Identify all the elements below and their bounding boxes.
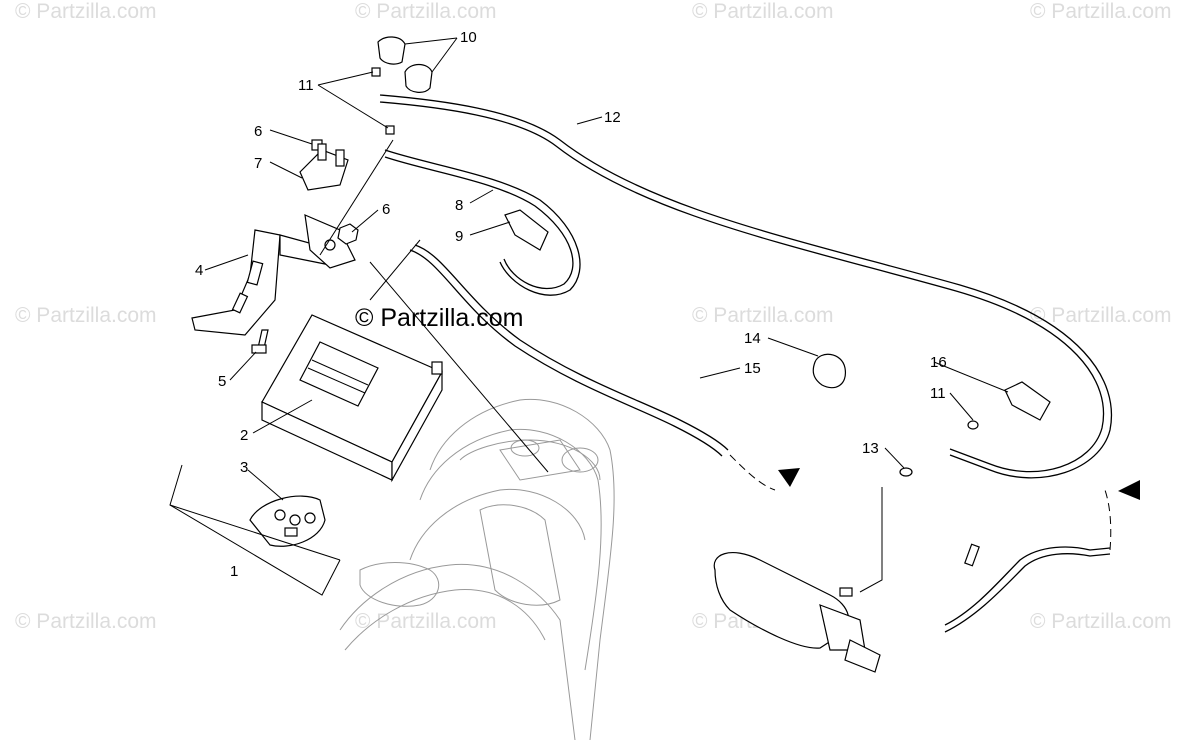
callout-14: 14 <box>744 330 761 347</box>
arrow-right-icon <box>778 468 800 487</box>
callouts: 1 2 3 4 5 6 6 7 8 9 10 11 11 12 13 14 15… <box>195 29 947 580</box>
frame-outline <box>339 398 615 741</box>
callout-10: 10 <box>460 29 477 46</box>
warning-label <box>249 495 326 547</box>
terminal-cap-10a <box>377 36 406 65</box>
callout-6-lower: 6 <box>382 201 390 218</box>
terminal-cap-9 <box>504 209 549 251</box>
watermark-text: © Partzilla.com <box>15 0 157 23</box>
nut-lower <box>337 223 359 245</box>
callout-9: 9 <box>455 228 463 245</box>
watermark-text: © Partzilla.com <box>15 610 157 633</box>
starter-motor <box>713 551 881 673</box>
washer-11-lower <box>967 420 979 430</box>
bolt <box>251 329 269 354</box>
watermark-text: © Partzilla.com <box>355 0 497 23</box>
washer-11-upper <box>371 67 395 135</box>
terminal-cap-16 <box>1004 381 1051 421</box>
battery-bracket <box>191 214 356 336</box>
watermark-text: © Partzilla.com <box>692 304 834 327</box>
terminal-cap-10b <box>404 63 433 93</box>
watermark-text: © Partzilla.com <box>1030 610 1172 633</box>
cable-12 <box>379 94 1112 479</box>
watermark-text: © Partzilla.com <box>1030 0 1172 23</box>
cable-15 <box>409 244 776 491</box>
callout-13: 13 <box>862 440 879 457</box>
callout-1: 1 <box>230 563 238 580</box>
ground-cable <box>944 489 1112 633</box>
callout-4: 4 <box>195 262 203 279</box>
starter-solenoid <box>299 143 349 191</box>
callout-11-upper: 11 <box>298 77 314 94</box>
watermark-layer: © Partzilla.com © Partzilla.com © Partzi… <box>15 0 1172 633</box>
washer-13 <box>899 467 913 477</box>
callout-12: 12 <box>604 109 621 126</box>
watermark-text: © Partzilla.com <box>15 304 157 327</box>
watermark-text: © Partzilla.com <box>355 610 497 633</box>
battery <box>261 314 443 483</box>
callout-3: 3 <box>240 459 248 476</box>
callout-6-upper: 6 <box>254 123 262 140</box>
callout-2: 2 <box>240 427 248 444</box>
arrow-left-icon <box>1118 480 1140 500</box>
callout-5: 5 <box>218 373 226 390</box>
cable-clip <box>812 353 847 389</box>
center-watermark: © Partzilla.com <box>355 304 523 332</box>
callout-8: 8 <box>455 197 463 214</box>
callout-16: 16 <box>930 354 947 371</box>
cable-8 <box>384 149 581 296</box>
watermark-text: © Partzilla.com <box>692 0 834 23</box>
callout-7: 7 <box>254 155 262 172</box>
leader-lines <box>169 37 1009 596</box>
watermark-text: © Partzilla.com <box>1030 304 1172 327</box>
callout-11-lower: 11 <box>930 385 946 402</box>
callout-15: 15 <box>744 360 761 377</box>
